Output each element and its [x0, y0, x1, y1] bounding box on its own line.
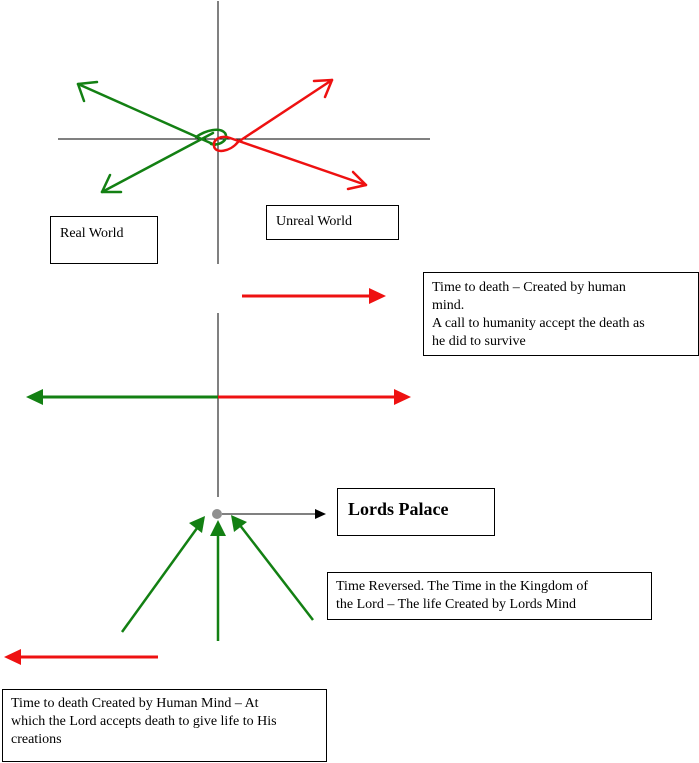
red-loop	[212, 135, 240, 153]
green-arrowhead-up-left	[76, 80, 99, 103]
red-arrowhead-time-to-death-top	[369, 288, 386, 304]
green-loop	[194, 128, 228, 146]
time-to-death-bottom-line: creations	[11, 732, 62, 747]
red-cross-arrows	[212, 78, 368, 191]
time-to-death-top-line: A call to humanity accept the death as	[432, 316, 645, 331]
green-arrowhead-from-below	[210, 520, 226, 536]
time-to-death-top-line: he did to survive	[432, 334, 526, 349]
time-reversed-box: Time Reversed. The Time in the Kingdom o…	[327, 572, 652, 620]
green-converging-arrows	[120, 523, 314, 641]
lords-palace-label: Lords Palace	[348, 499, 449, 519]
green-arrowhead-left	[26, 389, 43, 405]
green-arrowhead-down-left	[100, 173, 123, 194]
time-to-death-lord-box: Time to death Created by Human Mind – At…	[2, 689, 327, 762]
green-arrow-from-left	[120, 523, 202, 633]
unreal-world-box: Unreal World	[266, 205, 399, 240]
red-arrowhead-bottom-left	[4, 649, 21, 665]
time-to-death-top-line: Time to death – Created by human	[432, 280, 626, 295]
green-cross-arrows	[76, 80, 228, 194]
time-reversed-line: the Lord – The life Created by Lords Min…	[336, 597, 577, 612]
lords-palace-box: Lords Palace	[337, 488, 495, 536]
time-to-death-bottom-line: Time to death Created by Human Mind – At	[11, 696, 259, 711]
black-arrowhead-to-palace	[315, 509, 326, 519]
unreal-world-label: Unreal World	[276, 214, 352, 229]
red-arrowhead-down-right	[346, 170, 368, 191]
green-arrowhead-from-left	[189, 516, 205, 533]
red-arrowhead-up-right	[312, 78, 334, 99]
red-arrowhead-right	[394, 389, 411, 405]
red-arrow-up-right	[236, 78, 334, 144]
time-to-death-human-mind-box: Time to death – Created by human mind. A…	[423, 272, 699, 356]
real-world-label: Real World	[60, 226, 124, 241]
green-arrow-from-right	[238, 523, 314, 621]
green-arrowhead-from-right	[231, 515, 247, 532]
green-arrow-up-left	[76, 82, 217, 147]
time-reversed-line: Time Reversed. The Time in the Kingdom o…	[336, 579, 588, 594]
lord-point-dot	[212, 509, 222, 519]
red-arrow-down-right	[228, 136, 368, 187]
time-to-death-top-line: mind.	[432, 298, 465, 313]
green-arrow-down-left	[100, 131, 215, 194]
real-world-box: Real World	[50, 216, 158, 264]
time-to-death-bottom-line: which the Lord accepts death to give lif…	[11, 714, 277, 729]
